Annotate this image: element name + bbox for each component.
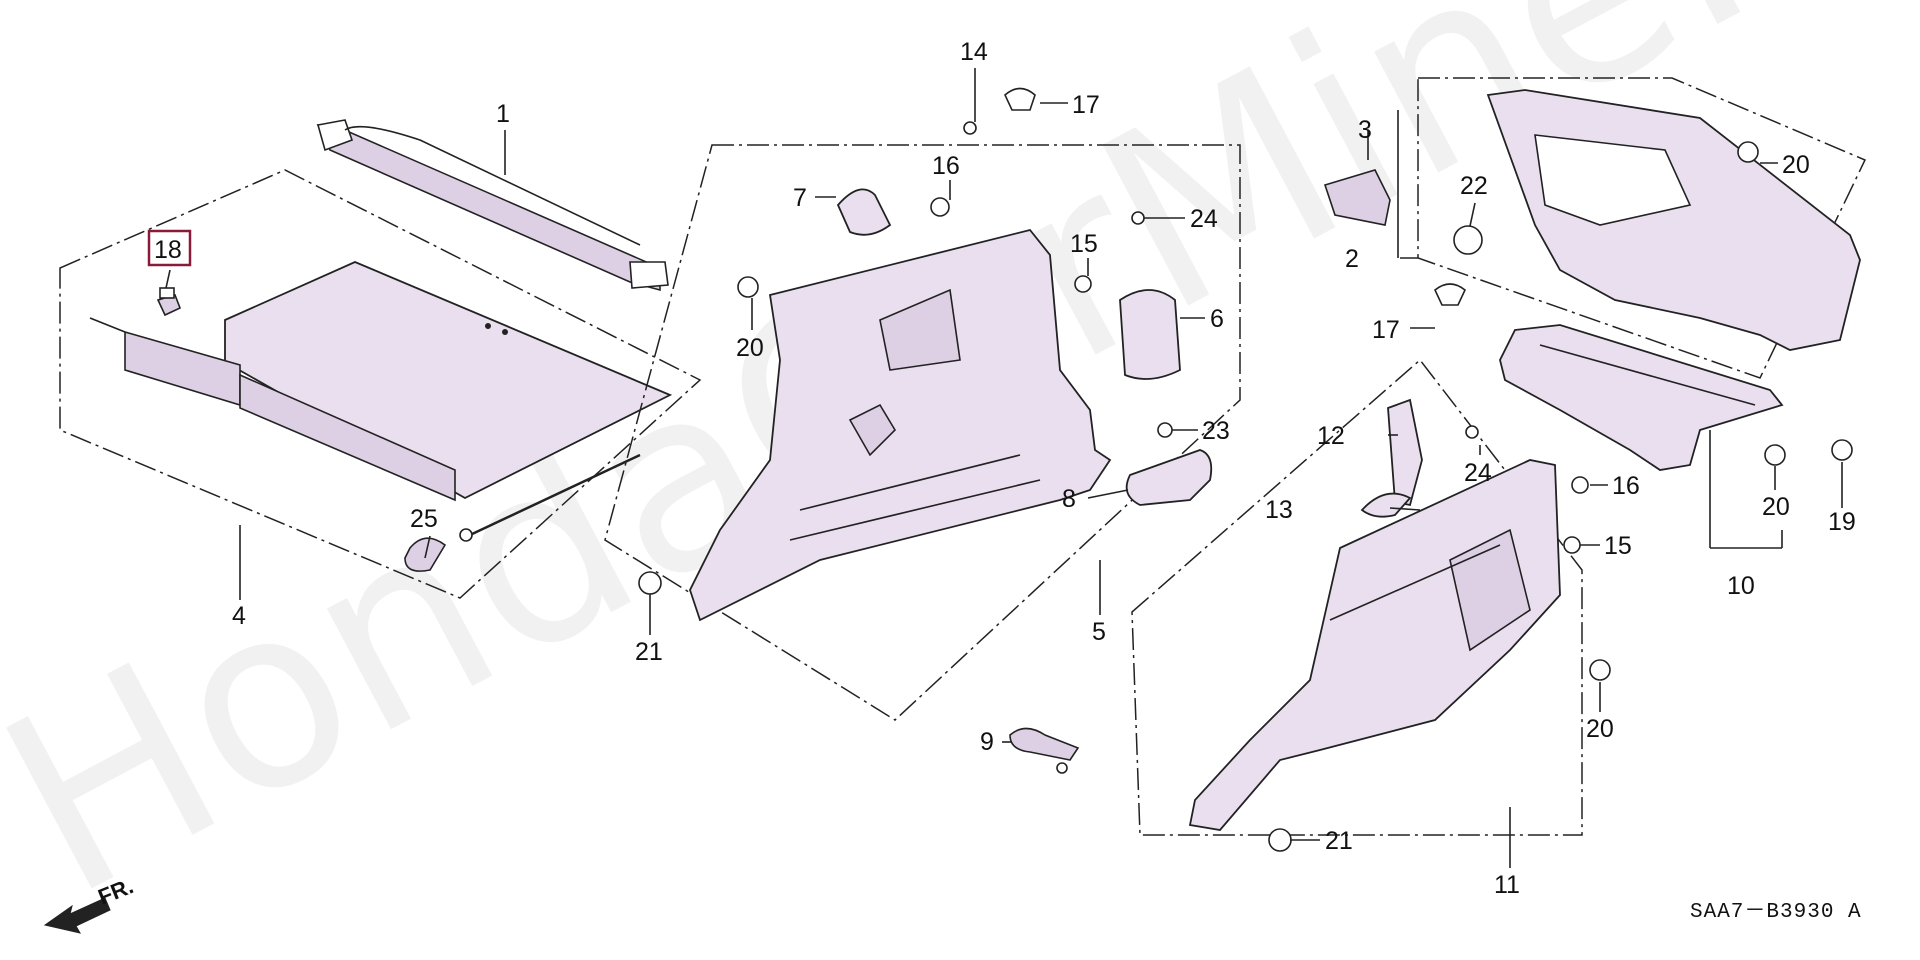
- callout-9[interactable]: 9: [980, 728, 994, 756]
- group-10-sill-trim[interactable]: [1499, 324, 1853, 471]
- callout-6[interactable]: 6: [1210, 305, 1224, 333]
- callout-20-b[interactable]: 20: [1782, 151, 1810, 179]
- part-6-cover[interactable]: [1119, 289, 1181, 380]
- part-15-clip-a[interactable]: [1074, 275, 1092, 293]
- part-15-clip-b[interactable]: [1563, 536, 1581, 554]
- group-5-side-trim: [604, 87, 1241, 774]
- callout-16-lower[interactable]: 16: [1612, 472, 1640, 500]
- callout-18-highlight-box: [147, 229, 192, 267]
- callout-21-b[interactable]: 21: [1325, 827, 1353, 855]
- callout-17-lower[interactable]: 17: [1372, 316, 1400, 344]
- callout-4[interactable]: 4: [232, 602, 246, 630]
- callout-10[interactable]: 10: [1727, 572, 1755, 600]
- callout-16-upper[interactable]: 16: [932, 152, 960, 180]
- arrow-left-icon: [43, 897, 111, 934]
- callout-19[interactable]: 19: [1828, 508, 1856, 536]
- diagram-code: SAA7－B3930 A: [1690, 901, 1862, 924]
- part-23-screw[interactable]: [1157, 422, 1173, 438]
- part-1-tonneau-cover[interactable]: [316, 119, 669, 292]
- callout-13[interactable]: 13: [1265, 496, 1293, 524]
- part-17-clip-a[interactable]: [1004, 87, 1036, 111]
- part-4-floor-board[interactable]: [124, 261, 673, 502]
- part-17-clip-b[interactable]: [1434, 283, 1466, 306]
- group-11-side-trim: [1131, 358, 1611, 852]
- part-16-clip-a[interactable]: [930, 197, 950, 217]
- callout-25[interactable]: 25: [410, 505, 438, 533]
- callout-15-upper[interactable]: 15: [1070, 230, 1098, 258]
- part-20-clip-a[interactable]: [737, 276, 759, 298]
- part-3-bracket[interactable]: [1323, 169, 1391, 226]
- part-19-clip[interactable]: [1831, 439, 1853, 461]
- part-8-cover[interactable]: [1125, 449, 1213, 506]
- callout-17-upper[interactable]: 17: [1072, 91, 1100, 119]
- part-14-screw[interactable]: [963, 121, 977, 135]
- part-5-side-trim-panel[interactable]: [689, 228, 1112, 622]
- part-24-screw-a[interactable]: [1131, 211, 1145, 225]
- callout-21-a[interactable]: 21: [635, 638, 663, 666]
- callout-1[interactable]: 1: [496, 100, 510, 128]
- callout-11[interactable]: 11: [1494, 871, 1520, 899]
- part-24-screw-b[interactable]: [1465, 425, 1479, 439]
- callout-3[interactable]: 3: [1358, 116, 1372, 144]
- callout-24-a[interactable]: 24: [1190, 205, 1218, 233]
- part-20-clip-c[interactable]: [1737, 141, 1759, 163]
- part-16-clip-b[interactable]: [1571, 476, 1589, 494]
- part-20-clip-d[interactable]: [1764, 444, 1786, 466]
- part-20-clip-b[interactable]: [1589, 659, 1611, 681]
- part-11-side-trim-panel[interactable]: [1188, 459, 1561, 831]
- part-12-bracket[interactable]: [1387, 398, 1423, 507]
- callout-14[interactable]: 14: [960, 38, 988, 66]
- callout-12[interactable]: 12: [1317, 422, 1345, 450]
- part-21-clip-b[interactable]: [1268, 828, 1292, 852]
- part-18-clip[interactable]: [156, 287, 182, 317]
- group-2-rear-panel: [1417, 77, 1867, 379]
- callout-23[interactable]: 23: [1202, 417, 1230, 445]
- callout-18[interactable]: 18: [154, 236, 182, 264]
- callouts: 1 2 3 4 5 6 7 8 9 10 11 12 13 14 15 15 1…: [147, 38, 1856, 899]
- callout-5[interactable]: 5: [1092, 618, 1106, 646]
- leader-lines: [165, 68, 1843, 868]
- part-21-clip-a[interactable]: [638, 571, 662, 595]
- callout-20-a[interactable]: 20: [736, 334, 764, 362]
- part-2-rear-trim[interactable]: [1486, 89, 1861, 351]
- callout-20-d[interactable]: 20: [1586, 715, 1614, 743]
- callout-7[interactable]: 7: [793, 184, 807, 212]
- callout-15-lower[interactable]: 15: [1604, 532, 1632, 560]
- group-4-cargo-lid: [59, 119, 702, 599]
- part-7-cover[interactable]: [836, 188, 892, 236]
- part-10-sill-trim: [1499, 324, 1784, 471]
- part-9-hook[interactable]: [1009, 727, 1080, 774]
- callout-8[interactable]: 8: [1062, 485, 1076, 513]
- callout-22[interactable]: 22: [1460, 172, 1488, 200]
- callout-2[interactable]: 2: [1345, 245, 1359, 273]
- callout-24-b[interactable]: 24: [1464, 459, 1492, 487]
- callout-20-c[interactable]: 20: [1762, 493, 1790, 521]
- part-13-cover[interactable]: [1360, 492, 1412, 518]
- part-22-plug[interactable]: [1453, 225, 1483, 255]
